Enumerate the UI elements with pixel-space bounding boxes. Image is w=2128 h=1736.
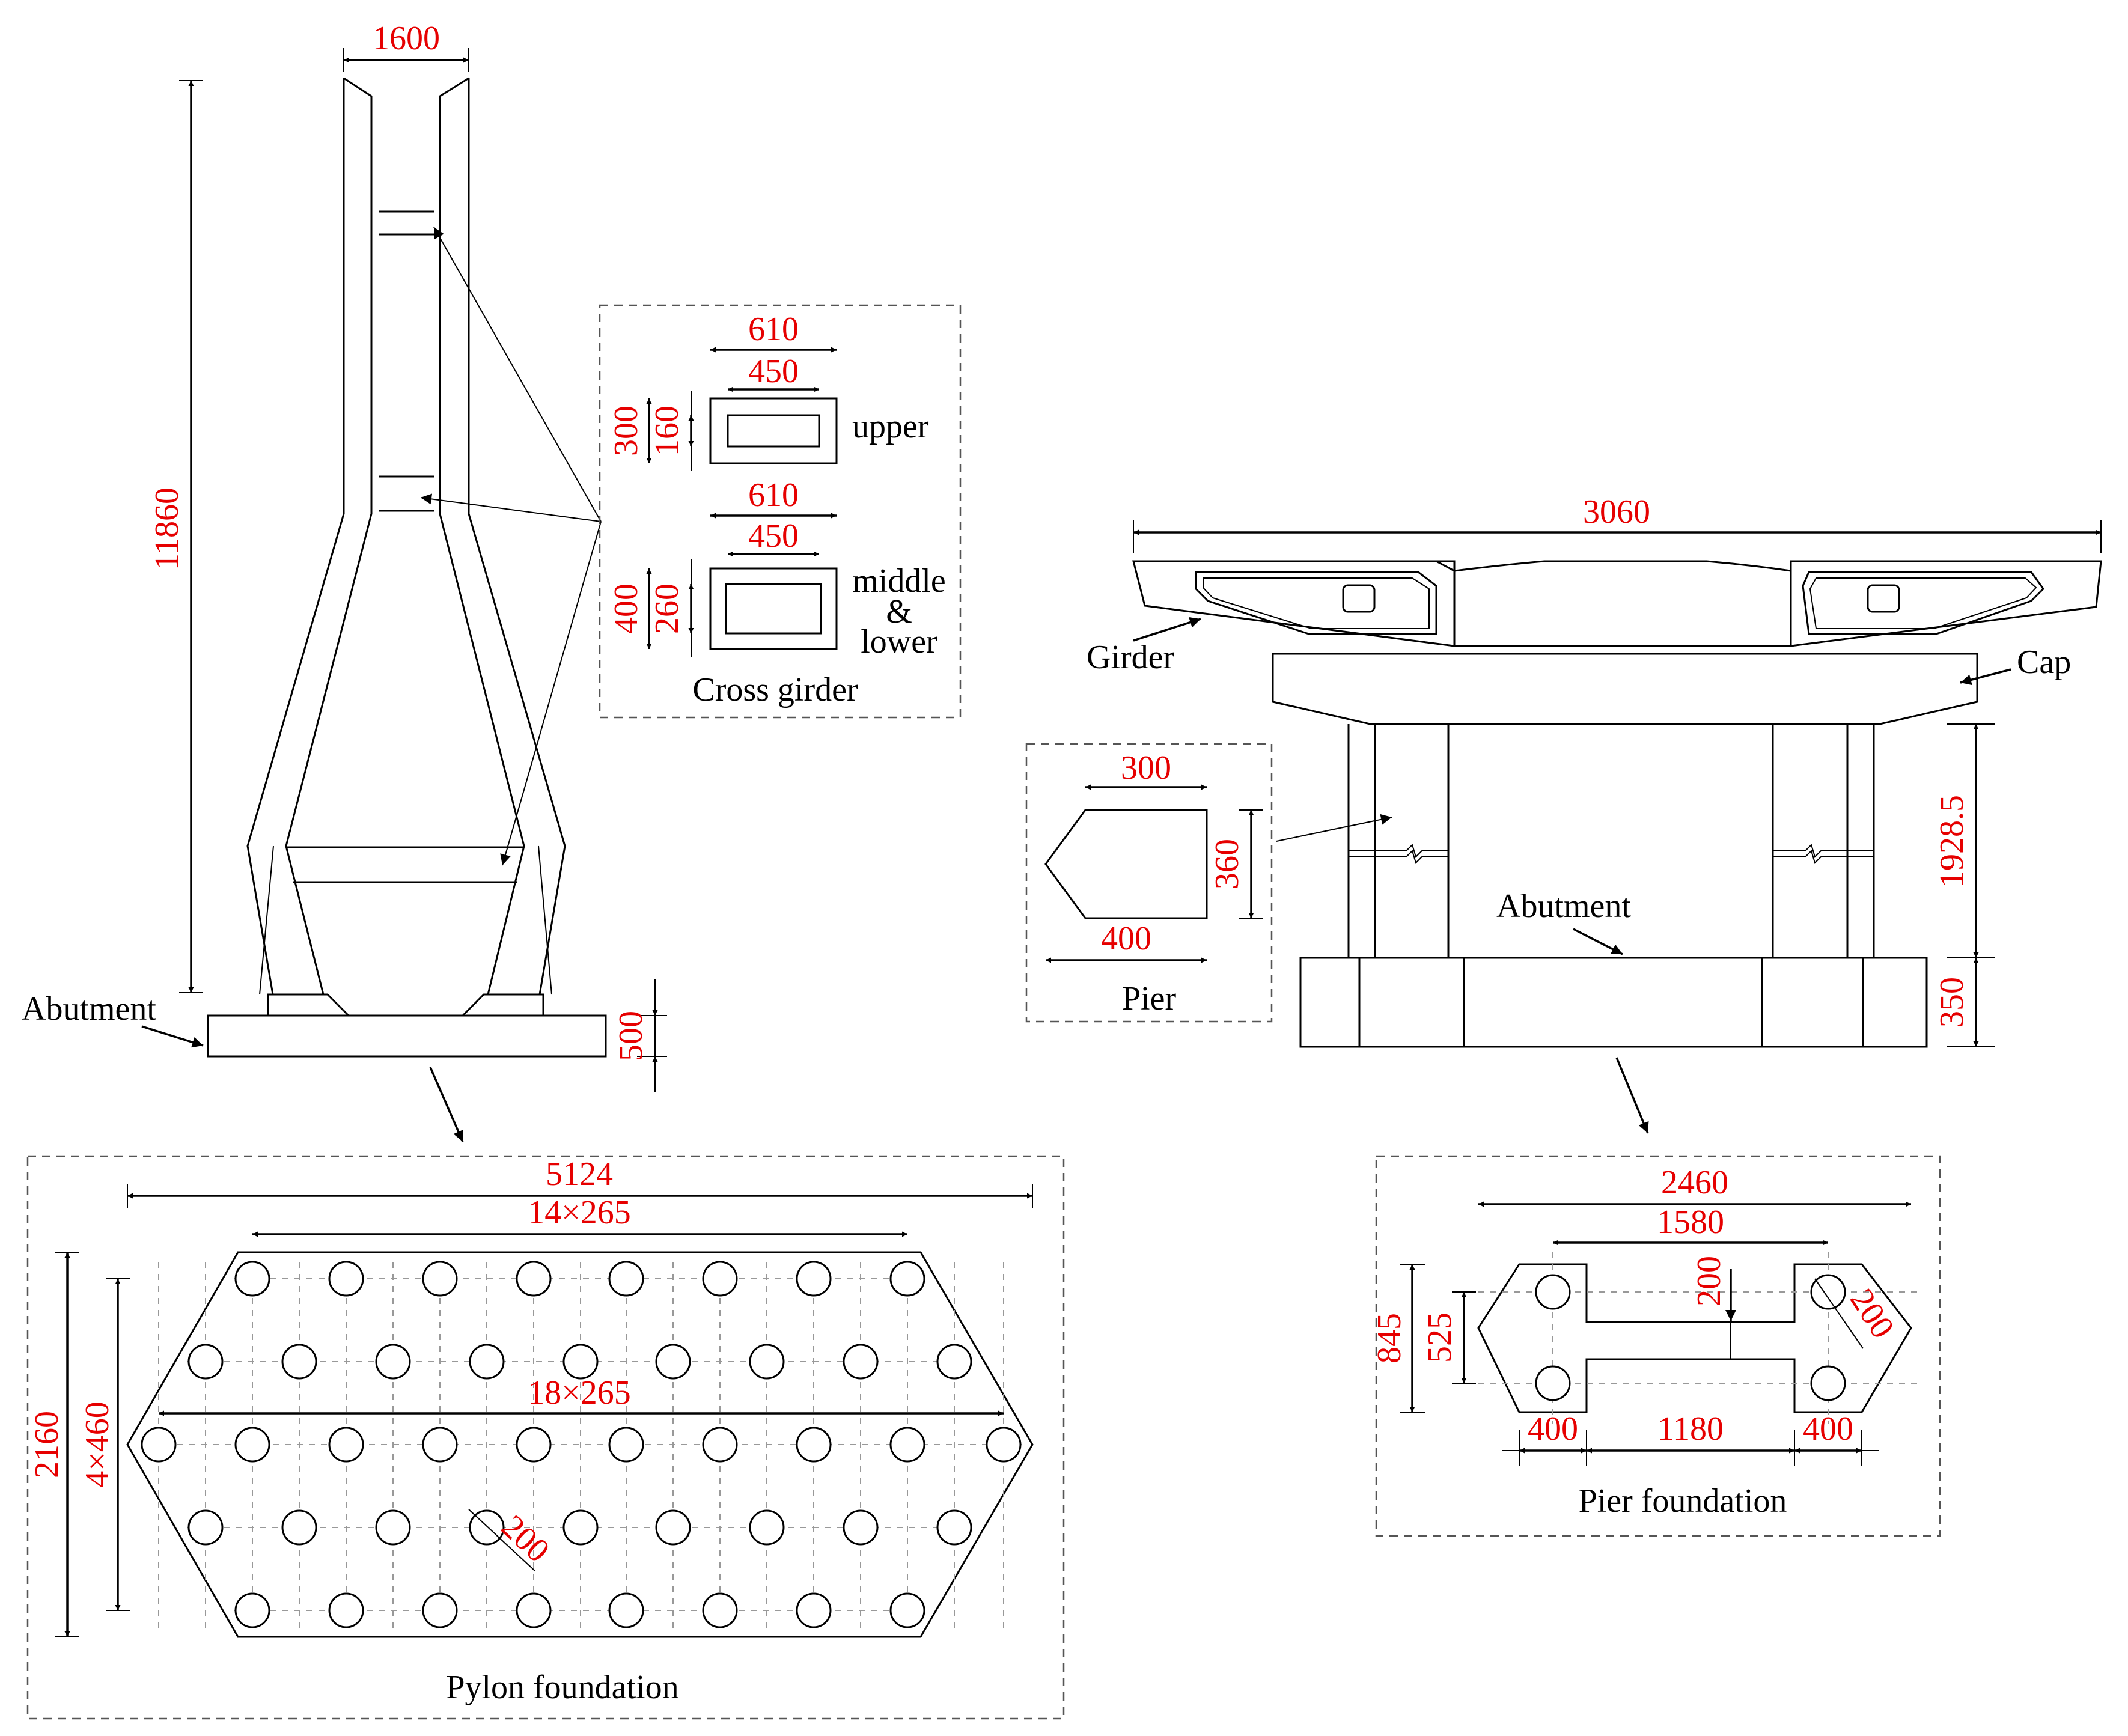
pylon-pile	[328, 1261, 364, 1297]
pylon-pile	[516, 1592, 552, 1628]
middle-outer-width: 610	[748, 477, 799, 514]
upper-inner-height: 160	[648, 406, 686, 456]
pylon-pile	[936, 1344, 972, 1380]
pylon-pile	[422, 1261, 458, 1297]
pylon-pile	[187, 1344, 224, 1380]
pylon-elevation: Abutment 1600 11860 500	[22, 20, 667, 1142]
pylon-pile	[328, 1427, 364, 1463]
pylon-pile	[749, 1344, 785, 1380]
pylon-pile	[655, 1344, 691, 1380]
pylon-pile	[796, 1592, 832, 1628]
pier-section: 300 400 360 Pier	[1025, 743, 1392, 1023]
pylon-pile	[234, 1592, 270, 1628]
pier-foundation-inner-length: 1580	[1657, 1204, 1724, 1241]
upper-outer-height: 300	[608, 406, 645, 456]
ampersand-label: &	[886, 593, 912, 630]
pylon-pile	[986, 1427, 1022, 1463]
middle-label: middle	[852, 562, 946, 600]
pylon-row-spacing: 4×460	[79, 1401, 116, 1488]
pylon-pile	[889, 1261, 925, 1297]
pylon-pile	[187, 1509, 224, 1546]
middle-inner-width: 450	[748, 517, 799, 555]
pylon-pile	[562, 1509, 599, 1546]
middle-outer-height: 400	[608, 583, 645, 634]
pylon-pile	[469, 1344, 505, 1380]
pylon-pile	[889, 1427, 925, 1463]
upper-outer-width: 610	[748, 311, 799, 348]
pier-pile	[1535, 1274, 1571, 1310]
pylon-pile	[843, 1344, 879, 1380]
cross-girder-detail: 610 450 300 160 upper 610 450 400 260 mi…	[599, 304, 962, 719]
pier-foundation: 2460 1580 200 200 845 525 400 1180 400	[1371, 1155, 1941, 1537]
pier-section-title: Pier	[1122, 980, 1177, 1017]
pier-bottom-width: 400	[1101, 920, 1151, 957]
pylon-pile	[702, 1427, 738, 1463]
pylon-pile	[328, 1592, 364, 1628]
pylon-middle-row-spacing: 18×265	[528, 1374, 631, 1412]
pylon-pile	[796, 1261, 832, 1297]
pier-end-width-right: 400	[1803, 1410, 1853, 1448]
pylon-width-label: 1600	[373, 20, 440, 57]
pylon-pile	[936, 1509, 972, 1546]
pier-middle-length: 1180	[1657, 1410, 1724, 1448]
pylon-foundation-title: Pylon foundation	[446, 1669, 678, 1706]
pylon-pile	[749, 1509, 785, 1546]
middle-inner-height: 260	[648, 583, 686, 634]
pylon-pile	[608, 1261, 644, 1297]
girder-label: Girder	[1087, 639, 1175, 676]
pylon-top-row-spacing: 14×265	[528, 1194, 631, 1231]
pylon-pile	[281, 1344, 317, 1380]
pier-elevation: 3060 Girder Cap Abutment 1928.5 350	[1087, 493, 2102, 1134]
pier-foundation-length: 2460	[1661, 1164, 1728, 1201]
pier-web-thickness: 200	[1691, 1256, 1728, 1306]
pile-grid	[141, 1262, 1022, 1628]
pier-end-width-left: 400	[1528, 1410, 1578, 1448]
pier-foundation-width: 845	[1371, 1313, 1408, 1363]
pylon-pile	[889, 1592, 925, 1628]
pylon-pile-diameter: 200	[494, 1508, 556, 1570]
deck-width-label: 3060	[1583, 493, 1650, 531]
pylon-pile	[234, 1261, 270, 1297]
pylon-pile	[843, 1509, 879, 1546]
pier-abutment-height-label: 350	[1933, 977, 1971, 1028]
pier-foundation-title: Pier foundation	[1579, 1482, 1787, 1520]
pylon-pile	[702, 1592, 738, 1628]
pylon-pile	[375, 1344, 411, 1380]
pylon-pile	[516, 1261, 552, 1297]
pylon-pile	[608, 1427, 644, 1463]
pylon-pile	[796, 1427, 832, 1463]
pier-top-width: 300	[1121, 749, 1171, 787]
pylon-pile	[516, 1427, 552, 1463]
pier-pile-row-spacing: 525	[1421, 1312, 1459, 1363]
pylon-pile	[702, 1261, 738, 1297]
lower-label: lower	[861, 623, 937, 660]
pylon-pile	[234, 1427, 270, 1463]
cross-girder-title: Cross girder	[692, 671, 858, 708]
pylon-pile	[562, 1344, 599, 1380]
pylon-pile	[375, 1509, 411, 1546]
pylon-pile	[608, 1592, 644, 1628]
pylon-foundation-length: 5124	[546, 1156, 613, 1193]
pylon-foundation-width: 2160	[28, 1411, 66, 1478]
pier-section-height: 360	[1209, 839, 1246, 889]
pier-pile	[1810, 1274, 1846, 1310]
pier-pile	[1810, 1365, 1846, 1401]
pylon-pile	[422, 1427, 458, 1463]
pier-height-label: 1928.5	[1933, 795, 1971, 888]
pier-abutment-label: Abutment	[1496, 888, 1631, 925]
pylon-abutment-height-label: 500	[612, 1011, 650, 1061]
pylon-pile	[655, 1509, 691, 1546]
pylon-abutment-label: Abutment	[22, 990, 156, 1028]
pylon-height-label: 11860	[148, 487, 186, 570]
cap-label: Cap	[2017, 644, 2071, 681]
upper-inner-width: 450	[748, 353, 799, 390]
upper-label: upper	[852, 408, 929, 445]
pylon-foundation: 5124 14×265 18×265 2160 4×460 200 Pylon …	[26, 1155, 1065, 1720]
pylon-pile	[141, 1427, 177, 1463]
pylon-pile	[422, 1592, 458, 1628]
pier-pile	[1535, 1365, 1571, 1401]
pylon-pile	[281, 1509, 317, 1546]
